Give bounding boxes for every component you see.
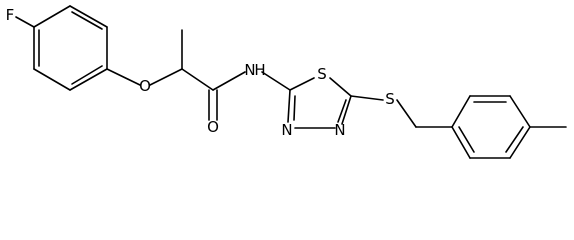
- bond: [69, 68, 108, 91]
- thiadiazole-ring: [287, 77, 352, 129]
- bond-o-ch: [149, 68, 183, 86]
- bond-c5-s: [350, 95, 384, 101]
- ring-nitrogen-3-atom-label: N: [281, 121, 292, 139]
- bond: [71, 11, 103, 30]
- bond: [69, 5, 108, 28]
- ring-sulfur-atom-label: S: [317, 65, 327, 83]
- bond: [509, 126, 531, 159]
- bond: [293, 95, 296, 121]
- amide-nitrogen-atom-label: N: [244, 61, 255, 79]
- bond: [33, 5, 71, 28]
- bond-s-ch2: [396, 99, 417, 128]
- ring-nitrogen-4-atom-label: N: [334, 121, 345, 139]
- fluorophenyl-ring: [33, 5, 108, 91]
- bond: [71, 65, 103, 85]
- molecular-structure-diagram: F O O N H S S N N: [6, 5, 567, 159]
- bond: [509, 95, 531, 128]
- bond: [451, 126, 471, 159]
- bond-carbonyl-nh: [212, 71, 246, 91]
- fluorine-atom-label: F: [6, 6, 15, 24]
- amide-hydrogen-atom-label: H: [254, 61, 265, 79]
- bond: [337, 99, 347, 123]
- bond-nh-c2: [261, 71, 291, 91]
- bond: [33, 68, 71, 91]
- bond: [458, 126, 475, 153]
- thioether-sulfur-atom-label: S: [385, 90, 395, 108]
- bond: [289, 77, 315, 91]
- bond: [329, 77, 352, 97]
- bond: [287, 89, 291, 123]
- bond: [451, 95, 471, 128]
- bond-ch-carbonyl: [181, 68, 214, 91]
- bond-c-f: [15, 16, 35, 28]
- bond: [505, 126, 524, 153]
- bond-aryl-o: [106, 68, 141, 86]
- carbonyl-oxygen-atom-label: O: [207, 118, 219, 136]
- bond: [341, 95, 352, 125]
- methylphenyl-ring: [451, 95, 531, 159]
- ether-oxygen-atom-label: O: [139, 77, 151, 95]
